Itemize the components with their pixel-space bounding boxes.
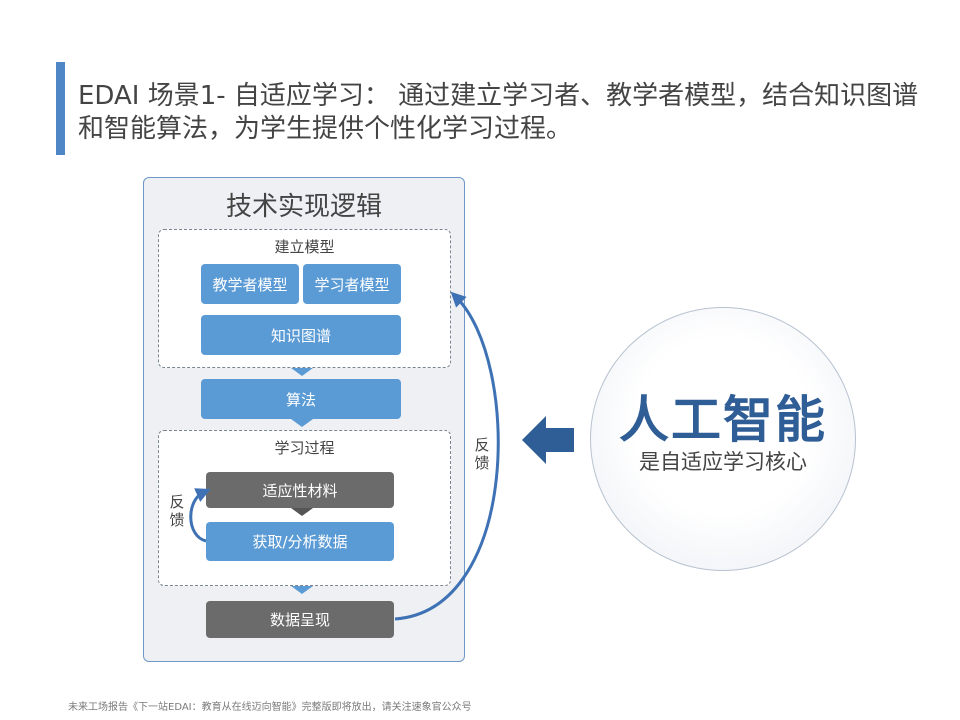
ai-core-circle xyxy=(590,307,856,571)
teacher-model-node: 教学者模型 xyxy=(201,264,299,304)
algorithm-node: 算法 xyxy=(201,379,401,419)
model-group-label: 建立模型 xyxy=(274,238,335,256)
knowledge-graph-node: 知识图谱 xyxy=(201,315,401,355)
ai-title: 人工智能 xyxy=(619,391,827,449)
data-presentation-node: 数据呈现 xyxy=(206,601,394,638)
slide-title: EDAI 场景1- 自适应学习： 通过建立学习者、教学者模型，结合知识图谱和智能… xyxy=(78,81,919,144)
panel-title: 技术实现逻辑 xyxy=(225,192,382,222)
outer-feedback-arrow xyxy=(394,291,500,621)
chevron-down-icon xyxy=(291,368,313,376)
inner-feedback-label: 反馈 xyxy=(169,493,185,529)
process-group-label: 学习过程 xyxy=(274,439,335,457)
adaptive-material-node: 适应性材料 xyxy=(206,472,394,508)
arrow-left-icon xyxy=(522,416,574,464)
chevron-down-icon xyxy=(291,586,313,594)
ai-subtitle: 是自适应学习核心 xyxy=(639,450,807,474)
chevron-down-icon xyxy=(291,419,313,427)
title-accent-bar xyxy=(56,62,65,155)
data-analysis-node: 获取/分析数据 xyxy=(206,522,394,561)
inner-feedback-arrow xyxy=(189,488,211,543)
outer-feedback-label: 反馈 xyxy=(474,436,490,472)
learner-model-node: 学习者模型 xyxy=(303,264,401,304)
slide-footer: 未来工场报告《下一站EDAI：教育从在线迈向智能》完整版即将放出，请关注速象官公… xyxy=(68,702,472,713)
chevron-down-icon xyxy=(291,508,313,516)
